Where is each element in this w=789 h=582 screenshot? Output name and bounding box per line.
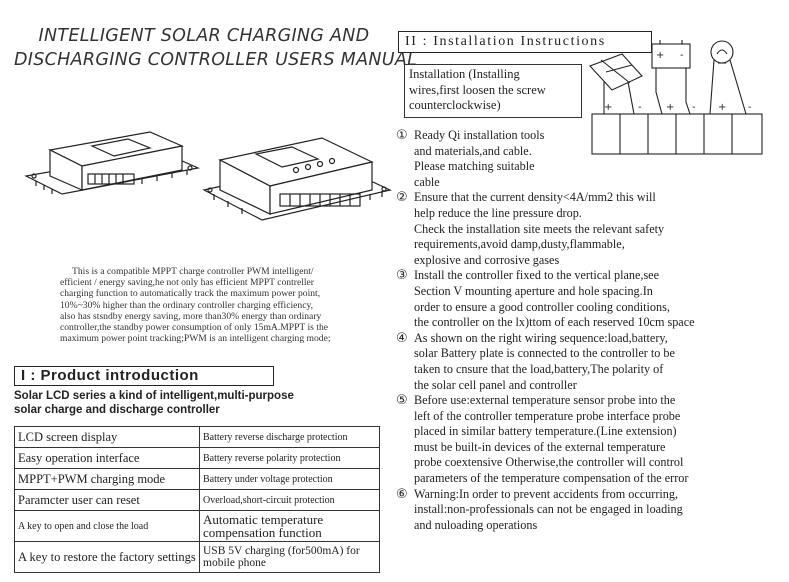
step-line: the solar cell panel and controller — [414, 377, 577, 392]
installation-note-line: wires,first loosen the screw — [409, 82, 546, 97]
plus-sign: + — [656, 50, 664, 61]
step-line: probe coextensive Otherwise,the controll… — [414, 455, 684, 470]
step-line: As shown on the right wiring sequence:lo… — [414, 330, 668, 345]
product-subtitle-line-2: solar charge and discharge controller — [14, 403, 220, 416]
product-subtitle: Solar LCD series a kind of intelligent,m… — [14, 390, 394, 417]
table-row: Easy operation interface Battery reverse… — [14, 447, 380, 469]
step-number: ③ — [396, 268, 408, 284]
manual-title: INTELLIGENT SOLAR CHARGING AND DISCHARGI… — [14, 24, 418, 72]
table-row: MPPT+PWM charging mode Battery under vol… — [14, 468, 380, 490]
table-row: LCD screen display Battery reverse disch… — [14, 426, 380, 448]
step-line: Section V mounting aperture and hole spa… — [414, 283, 653, 298]
intro-line: charging function to automatically track… — [60, 288, 321, 300]
product-subtitle-line-1: Solar LCD series a kind of intelligent,m… — [14, 390, 294, 402]
step-line: solar Battery plate is connected to the … — [414, 346, 675, 361]
protection-cell: USB 5V charging (for500mA) for mobile ph… — [199, 541, 380, 573]
list-item: ② Ensure that the current density<4A/mm2… — [396, 190, 778, 268]
step-number: ⑤ — [396, 393, 408, 409]
battery-icon — [651, 43, 691, 69]
step-line: must be built-in devices of the external… — [414, 439, 666, 454]
wiring-diagram: + - + - + - + - — [589, 40, 763, 155]
feature-cell: Paramcter user can reset — [14, 489, 200, 511]
step-line: Ready Qi installation tools — [414, 128, 545, 142]
protection-cell: Battery under voltage protection — [199, 468, 380, 490]
lamp-icon — [710, 40, 734, 64]
intro-line: This is a compatible MPPT charge control… — [72, 266, 314, 277]
table-row: A key to restore the factory settings US… — [14, 541, 380, 573]
step-line: requirements,avoid damp,dusty,flammable, — [414, 237, 625, 252]
minus-sign: - — [680, 50, 684, 61]
protection-cell: Automatic temperature compensation funct… — [199, 510, 380, 542]
list-item: ⑤ Before use:external temperature sensor… — [396, 393, 778, 487]
step-line: placed in similar battery temperature.(L… — [414, 424, 677, 439]
intro-line: also has stsndby energy saving, more tha… — [60, 310, 322, 322]
step-line: taken to cnsure that the load,battery,Th… — [414, 361, 664, 376]
section-heading-text: II : Installation Instructions — [405, 34, 606, 49]
title-line-2: DISCHARGING CONTROLLER USERS MANUAL — [14, 50, 418, 70]
installation-steps: ① Ready Qi installation tools and materi… — [396, 128, 778, 534]
step-line: Check the installation site meets the re… — [414, 221, 665, 236]
feature-cell: Easy operation interface — [14, 447, 200, 469]
step-line: and materials,and cable. — [414, 143, 532, 158]
step-number: ① — [396, 128, 408, 143]
installation-note-line: Installation (Installing — [409, 67, 520, 81]
step-number: ④ — [396, 330, 408, 346]
intro-line: maximum power point tracking;PWM is an i… — [60, 333, 331, 345]
table-row: Paramcter user can reset Overload,short-… — [14, 489, 380, 511]
large-controller-image — [202, 137, 392, 221]
title-line-1: INTELLIGENT SOLAR CHARGING AND — [38, 26, 370, 46]
section-installation-heading: II : Installation Instructions — [398, 31, 652, 53]
step-line: Warning:In order to prevent accidents fr… — [414, 486, 678, 501]
solar-panel-icon — [589, 53, 643, 91]
step-line: left of the controller temperature probe… — [414, 408, 681, 423]
installation-note-line: counterclockwise) — [409, 98, 501, 112]
intro-line: controller,the standby power consumption… — [60, 322, 329, 334]
step-line: Ensure that the current density<4A/mm2 t… — [414, 190, 656, 205]
step-line: Before use:external temperature sensor p… — [414, 393, 676, 408]
intro-line: efficient / energy saving,he not only ha… — [60, 277, 314, 289]
feature-table: LCD screen display Battery reverse disch… — [14, 426, 380, 573]
protection-cell: Battery reverse discharge protection — [199, 426, 380, 448]
controller-terminal-block — [591, 113, 763, 155]
step-line: Please matching suitable — [414, 159, 535, 174]
plus-sign: + — [718, 102, 726, 113]
minus-sign: - — [692, 102, 696, 113]
step-line: the controller on the lx)ttom of each re… — [414, 315, 695, 330]
step-line: order to ensure a good controller coolin… — [414, 299, 670, 314]
list-item: ⑥ Warning:In order to prevent accidents … — [396, 486, 778, 534]
step-line: and nuloading operations — [414, 517, 538, 532]
list-item: ① Ready Qi installation tools and materi… — [396, 128, 778, 190]
feature-cell: A key to restore the factory settings — [14, 541, 200, 573]
intro-line: 10%~30% higher than the ordinary control… — [60, 299, 314, 311]
plus-sign: + — [604, 102, 612, 113]
list-item: ④ As shown on the right wiring sequence:… — [396, 330, 778, 393]
small-controller-image — [24, 131, 200, 195]
minus-sign: - — [748, 102, 752, 113]
plus-sign: + — [666, 102, 674, 113]
step-line: cable — [414, 174, 440, 189]
step-line: help reduce the line pressure drop. — [414, 205, 582, 220]
feature-cell: LCD screen display — [14, 426, 200, 448]
step-number: ② — [396, 190, 408, 206]
section-heading-text: I : Product introduction — [21, 367, 199, 384]
step-number: ⑥ — [396, 486, 408, 502]
step-line: Install the controller fixed to the vert… — [414, 268, 660, 283]
list-item: ③ Install the controller fixed to the ve… — [396, 268, 778, 330]
feature-cell: A key to open and close the load — [14, 510, 200, 542]
step-line: explosive and corrosive gases — [414, 252, 560, 267]
installation-note-box: Installation (Installing wires,first loo… — [404, 64, 582, 118]
section-product-introduction-heading: I : Product introduction — [14, 366, 274, 386]
protection-cell: Battery reverse polarity protection — [199, 447, 380, 469]
protection-cell: Overload,short-circuit protection — [199, 489, 380, 511]
table-row: A key to open and close the load Automat… — [14, 510, 380, 542]
step-line: install:non-professionals can not be eng… — [414, 502, 683, 517]
feature-cell: MPPT+PWM charging mode — [14, 468, 200, 490]
step-line: parameters of the temperature compensati… — [414, 471, 689, 486]
minus-sign: - — [638, 102, 642, 113]
intro-paragraph: This is a compatible MPPT charge control… — [60, 266, 390, 344]
